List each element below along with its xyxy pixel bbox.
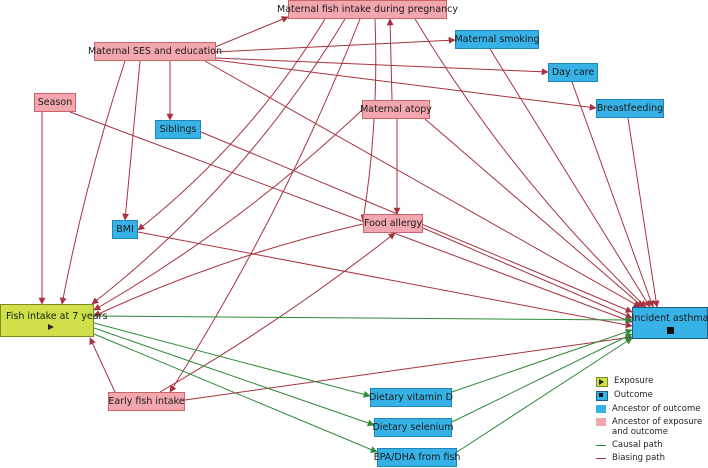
node-maternal-atopy: Maternal atopy [360, 100, 432, 119]
legend-outcome: Outcome [596, 390, 706, 401]
ancestor-outcome-swatch-icon [596, 405, 606, 413]
node-maternal-smoking: Maternal smoking [454, 30, 540, 49]
edge-ses-to-fish7 [59, 60, 126, 305]
node-early-fish-intake: Early fish intake [108, 392, 185, 411]
node-dietary-vitamin-d: Dietary vitamin D [369, 388, 453, 407]
edge-season-to-asthma [69, 111, 633, 324]
node-day-care: Day care [548, 63, 598, 82]
outcome-swatch-icon [596, 391, 608, 401]
edge-fish7-to-selenium [93, 327, 375, 427]
edge-selenium-to-asthma [451, 333, 633, 423]
edge-fish_pregnancy-to-early_fish [169, 18, 361, 393]
edge-ses-to-smoking [214, 36, 456, 53]
outcome-marker-icon [666, 326, 674, 334]
exposure-marker-icon [48, 324, 54, 330]
node-dietary-selenium: Dietary selenium [372, 418, 454, 437]
node-breastfeeding: Breastfeeding [596, 99, 664, 118]
node-siblings: Siblings [155, 120, 201, 139]
edge-epa-to-asthma [456, 337, 633, 453]
outcome-label: Incident asthma [631, 312, 708, 324]
edge-fish7-to-epa [93, 333, 378, 453]
edge-food_allergy-to-fish7 [93, 223, 364, 317]
edge-early_fish-to-asthma [184, 334, 633, 401]
node-incident-asthma: Incident asthma [632, 307, 708, 339]
edge-fish_pregnancy-to-bmi [137, 18, 326, 231]
edge-smoking-to-asthma [489, 48, 651, 308]
edge-vitd-to-asthma [451, 328, 633, 393]
legend-ancestor-outcome: Ancestor of outcome [596, 404, 706, 414]
edge-atopy-to-fish7 [93, 109, 363, 311]
edge-early_fish-to-food_allergy [159, 232, 396, 393]
edge-breastfeeding-to-asthma [627, 117, 660, 308]
edge-ses-to-breastfeeding [214, 59, 597, 111]
node-epa-dha: EPA/DHA from fish [374, 448, 460, 467]
node-maternal-fish-pregnancy: Maternal fish intake during pregnancy [277, 0, 458, 19]
node-food-allergy: Food allergy [363, 214, 423, 233]
edge-fish_pregnancy-to-asthma [414, 18, 647, 308]
edge-food_allergy-to-asthma [422, 227, 633, 319]
ancestor-exposure-outcome-swatch-icon [596, 418, 606, 426]
node-fish-intake-7y: Fish intake at 7 years [0, 304, 107, 337]
edge-ses-to-asthma [204, 60, 641, 308]
node-bmi: BMI [112, 220, 138, 239]
edge-bmi-to-asthma [137, 231, 633, 329]
edge-ses-to-day_care [214, 57, 549, 76]
edge-day_care-to-asthma [571, 81, 655, 308]
exposure-swatch-icon [596, 377, 608, 387]
legend: Exposure Outcome Ancestor of outcome Anc… [596, 376, 706, 466]
edge-ses-to-bmi [122, 60, 141, 221]
edge-atopy-to-fish_pregnancy [386, 18, 394, 101]
edge-fish_pregnancy-to-food_allergy [360, 18, 377, 222]
edge-ses-to-fish_pregnancy [214, 16, 289, 48]
legend-exposure: Exposure [596, 376, 706, 387]
exposure-label: Fish intake at 7 years [6, 311, 108, 322]
biasing-line-icon [596, 458, 606, 459]
node-season: Season [34, 93, 76, 112]
edge-fish_pregnancy-to-fish7 [91, 18, 346, 305]
legend-biasing-path: Biasing path [596, 453, 706, 463]
node-maternal-ses: Maternal SES and education [88, 42, 222, 61]
edge-early_fish-to-fish7 [89, 337, 116, 393]
edge-fish7-to-vitd [93, 322, 371, 398]
edge-fish7-to-asthma [93, 315, 633, 324]
edge-atopy-to-asthma [424, 118, 644, 308]
legend-ancestor-exposure-outcome: Ancestor of exposure and outcome [596, 417, 706, 437]
causal-line-icon [596, 445, 606, 446]
legend-causal-path: Causal path [596, 440, 706, 450]
